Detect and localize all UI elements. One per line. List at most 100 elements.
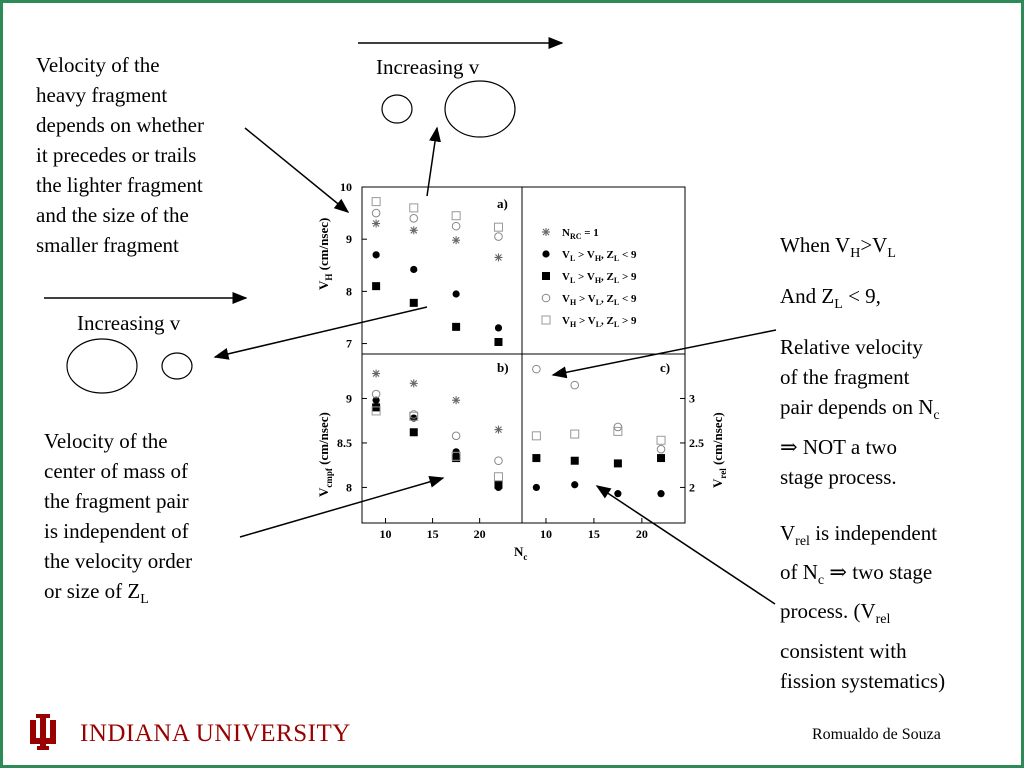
data-point-open-circle [494, 456, 503, 466]
data-point-open-square [613, 426, 623, 436]
ytick-label: 2.5 [689, 436, 704, 450]
chart-marks [362, 186, 685, 523]
note-line: depends on whether [36, 113, 204, 137]
legend-text: , Z [601, 249, 614, 261]
note-line: And ZL < 9, [780, 281, 1010, 320]
ytick-label: 9 [346, 391, 352, 405]
data-point-filled-circle [372, 251, 380, 259]
data-point-star [452, 236, 461, 245]
xtick-label: 15 [427, 527, 439, 541]
xlabel: Nc [514, 544, 527, 562]
note-text: of N [780, 560, 818, 585]
note-line: is independent of [44, 519, 189, 543]
data-point-star-stroke [495, 426, 502, 433]
note-line: When VH>VL [780, 230, 1010, 269]
ytick-label: 3 [689, 391, 695, 405]
data-point-open-square [493, 472, 503, 482]
data-point-open-circle [451, 221, 461, 231]
data-point-open-circle [371, 208, 381, 218]
small-fragment-circle [381, 94, 413, 124]
axis-text: (cm/nsec) [316, 218, 331, 274]
data-point-filled-circle [657, 490, 665, 498]
relative-velocity-note: When VH>VL And ZL < 9, Relative velocity… [780, 230, 1010, 492]
legend-text: , Z [601, 315, 614, 327]
data-point-star [372, 369, 381, 378]
note-line: Velocity of the [44, 429, 168, 453]
legend-text: > V [575, 249, 595, 261]
legend-text: > V [576, 293, 596, 305]
legend-text: V [562, 249, 570, 261]
data-point-open-circle [656, 444, 666, 454]
note-line: pair depends on Nc [780, 392, 1010, 431]
data-point-star [452, 396, 461, 405]
axis-text: V [316, 280, 331, 290]
note-line: Relative velocity [780, 335, 923, 360]
data-point-filled-circle [494, 324, 503, 332]
legend-sub: H [595, 254, 602, 263]
panel-letter-a: a) [497, 196, 508, 211]
ytick-label: 8.5 [337, 436, 352, 450]
center-of-mass-note: Velocity of the center of mass of the fr… [44, 426, 244, 615]
axis-sub: cmpf [324, 467, 334, 487]
author-name: Romualdo de Souza [812, 726, 941, 743]
legend-label: VH > VL, ZL < 9 [562, 293, 637, 307]
note-line: fission systematics) [780, 668, 946, 693]
note-text: And Z [780, 284, 835, 309]
note-text: ⇒ two stage [824, 560, 933, 585]
note-line: the fragment pair [44, 489, 189, 513]
legend-text: V [562, 271, 570, 283]
note-line: and the size of the [36, 203, 189, 227]
legend-marker-star-stroke [542, 228, 550, 236]
data-point-star-stroke [372, 220, 380, 227]
data-point-star-stroke [452, 236, 460, 244]
ylabel-b: Vcmpf (cm/nsec) [316, 412, 334, 497]
note-sub: L [140, 592, 149, 608]
legend-label: VL > VH, ZL < 9 [562, 249, 637, 263]
legend: NRC = 1 VL > VH, ZL < 9 VL > VH, ZL > 9 … [562, 227, 637, 329]
xtick-label: 10 [540, 527, 552, 541]
pointer-arrow [213, 306, 428, 360]
axis-sub: H [324, 274, 334, 281]
note-text: or size of Z [44, 579, 141, 603]
note-line: or size of ZL [44, 576, 244, 615]
note-line: ⇒ NOT a two [780, 434, 897, 459]
data-point-open-square [371, 406, 381, 416]
data-point-filled-square [452, 322, 461, 331]
note-line: heavy fragment [36, 83, 168, 107]
data-point-open-square [409, 203, 419, 213]
note-text: process. (V [780, 599, 876, 624]
axis-text: V [316, 487, 331, 497]
xtick-label: 15 [588, 527, 600, 541]
iu-logo [26, 712, 60, 752]
data-point-open-circle [532, 364, 541, 374]
note-text: is independent [809, 521, 938, 545]
note-line: process. (Vrel [780, 596, 1010, 635]
legend-sub: L [614, 254, 619, 263]
axis-text: (cm/nsec) [316, 412, 331, 468]
ytick-label: 7 [346, 337, 352, 351]
data-point-filled-square [452, 454, 461, 463]
note-sub: rel [795, 534, 810, 550]
panel-letter-c: c) [660, 360, 670, 375]
note-text: V [780, 521, 796, 545]
legend-sub: H [570, 320, 577, 329]
ytick-label: 2 [689, 480, 695, 494]
legend-text: < 9 [619, 249, 637, 261]
legend-text: = 1 [582, 227, 599, 239]
small-fragment-circle [161, 352, 193, 380]
data-point-open-circle [371, 389, 381, 399]
legend-text: N [562, 227, 570, 239]
legend-sub: L [614, 320, 619, 329]
data-point-open-square [371, 197, 381, 207]
pointer-arrow [239, 476, 445, 538]
note-line: it precedes or trails [36, 143, 197, 167]
top-increasing-label: Increasing v [376, 55, 480, 79]
iu-trident-icon [30, 714, 56, 750]
legend-marker-filled-square [542, 272, 550, 280]
axis-sub: c [523, 552, 527, 562]
note-line: consistent with [780, 638, 907, 663]
data-point-filled-square [570, 456, 579, 465]
data-point-filled-square [657, 454, 666, 463]
large-fragment-circle [66, 338, 138, 394]
ylabel-a: VH (cm/nsec) [316, 218, 334, 290]
